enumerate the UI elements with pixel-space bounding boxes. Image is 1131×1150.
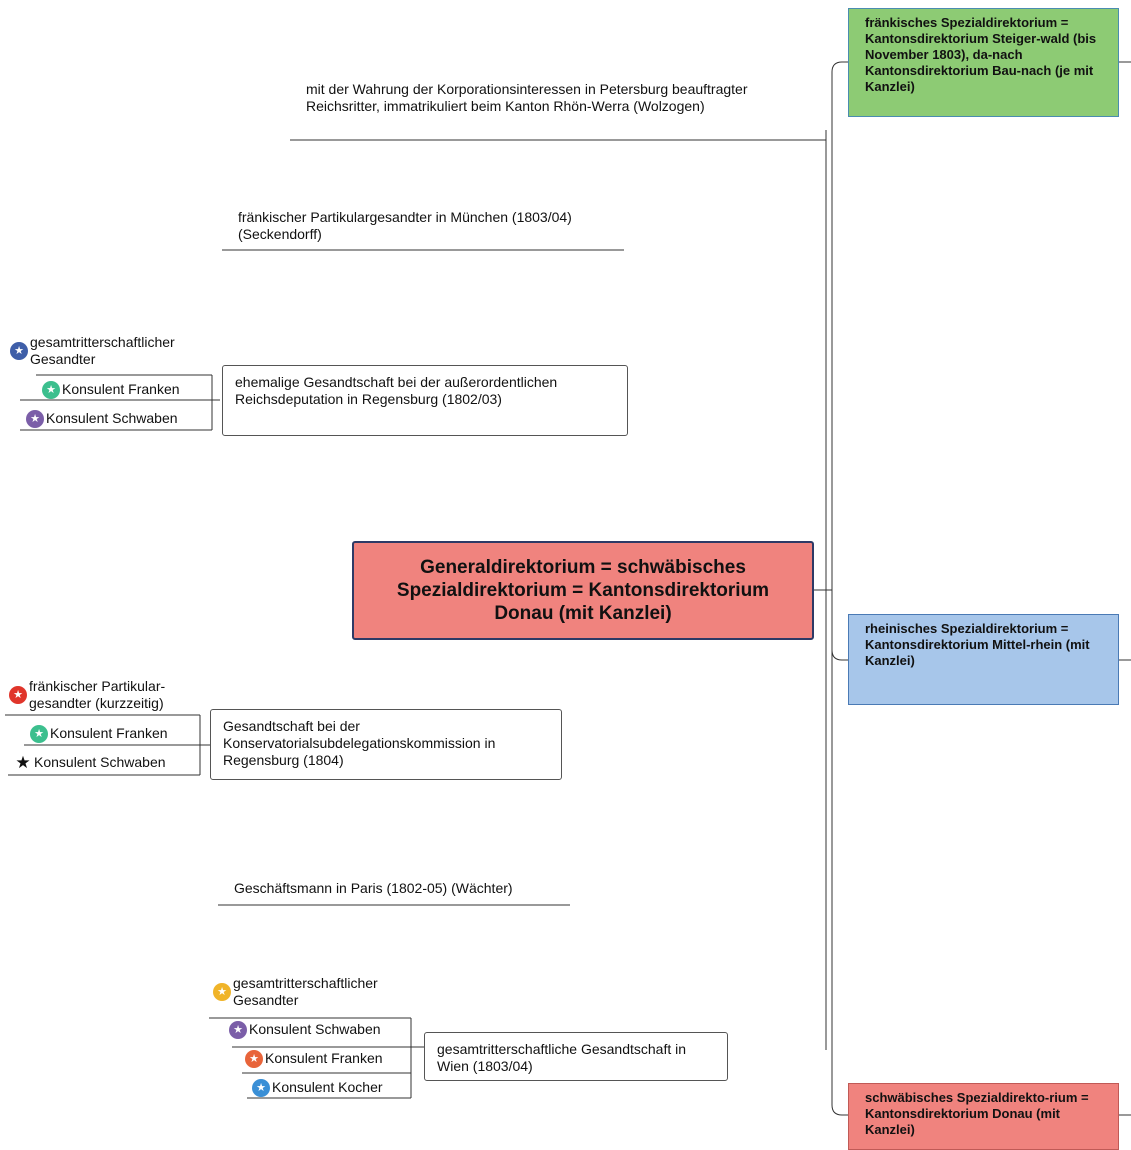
node-paris[interactable]: Geschäftsmann in Paris (1802-05) (Wächte… bbox=[234, 880, 513, 896]
leaf-konsulent-kocher[interactable]: ★ Konsulent Kocher bbox=[252, 1079, 383, 1097]
star-badge-icon: ★ bbox=[9, 686, 27, 704]
star-badge-icon: ★ bbox=[30, 725, 48, 743]
star-badge-icon: ★ bbox=[42, 381, 60, 399]
leaf-gesandter-wien[interactable]: ★ gesamtritterschaftlicher Gesandter bbox=[213, 975, 413, 1009]
leaf-gesandter-1[interactable]: ★ gesamtritterschaftlicher Gesandter bbox=[10, 334, 210, 368]
star-badge-icon: ★ bbox=[10, 342, 28, 360]
right-node-rhein[interactable]: rheinisches Spezialdirektorium = Kantons… bbox=[848, 614, 1119, 705]
leaf-partikulargesandter[interactable]: ★ fränkischer Partikular-gesandter (kurz… bbox=[9, 678, 199, 712]
node-regensburg-1802[interactable]: ehemalige Gesandtschaft bei der außerord… bbox=[222, 365, 628, 436]
node-muenchen[interactable]: fränkischer Partikulargesandter in Münch… bbox=[238, 209, 572, 242]
node-petersburg[interactable]: mit der Wahrung der Korporationsinteress… bbox=[306, 81, 748, 114]
star-badge-icon: ★ bbox=[229, 1021, 247, 1039]
leaf-konsulent-franken-3[interactable]: ★ Konsulent Franken bbox=[245, 1050, 383, 1068]
star-badge-icon: ★ bbox=[245, 1050, 263, 1068]
star-icon: ★ bbox=[15, 753, 31, 772]
node-regensburg-1804[interactable]: Gesandtschaft bei der Konservatorialsubd… bbox=[210, 709, 562, 780]
star-badge-icon: ★ bbox=[26, 410, 44, 428]
right-node-schwaben[interactable]: schwäbisches Spezialdirekto-rium = Kanto… bbox=[848, 1083, 1119, 1150]
leaf-konsulent-franken-2[interactable]: ★ Konsulent Franken bbox=[30, 725, 168, 743]
leaf-konsulent-franken-1[interactable]: ★ Konsulent Franken bbox=[42, 381, 180, 399]
central-node[interactable]: Generaldirektorium = schwäbisches Spezia… bbox=[352, 541, 814, 640]
leaf-konsulent-schwaben-2[interactable]: ★ Konsulent Schwaben bbox=[15, 753, 166, 772]
node-wien[interactable]: gesamtritterschaftliche Gesandtschaft in… bbox=[424, 1032, 728, 1081]
right-node-franken[interactable]: fränkisches Spezialdirektorium = Kantons… bbox=[848, 8, 1119, 117]
star-badge-icon: ★ bbox=[252, 1079, 270, 1097]
star-badge-icon: ★ bbox=[213, 983, 231, 1001]
leaf-konsulent-schwaben-1[interactable]: ★ Konsulent Schwaben bbox=[26, 410, 178, 428]
leaf-konsulent-schwaben-3[interactable]: ★ Konsulent Schwaben bbox=[229, 1021, 381, 1039]
